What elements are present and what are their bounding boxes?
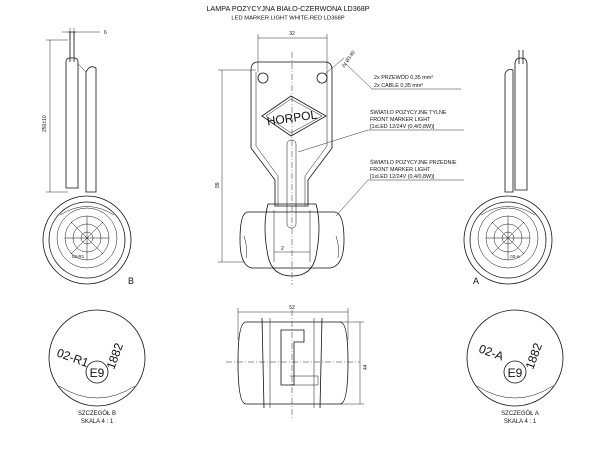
dimension-32-label: 32 bbox=[289, 31, 295, 37]
dimension-250-label: 250±10 bbox=[42, 115, 48, 132]
detail-a-scale: SKALA 4 : 1 bbox=[504, 419, 537, 425]
detail-a-caption: SZCZEGÓŁ A bbox=[501, 410, 539, 417]
dimension-44-label: 44 bbox=[363, 364, 369, 370]
detail-b-caption: SZCZEGÓŁ B bbox=[78, 410, 116, 417]
lamp-code-right: 02-A bbox=[510, 254, 520, 259]
dimension-2-label: 2 bbox=[281, 246, 284, 252]
drawing-subtitle: LED MARKER LIGHT WHITE-RED LD368P bbox=[231, 16, 344, 22]
detail-b-scale: SKALA 4 : 1 bbox=[81, 419, 114, 425]
front-view: HORPOL bbox=[239, 52, 345, 285]
callout-front-line2: FRONT MARKER LIGHT bbox=[370, 167, 431, 173]
side-view-right bbox=[463, 50, 553, 285]
detail-a-mark: E9 bbox=[508, 366, 523, 380]
callout-front-line3: [1xLED 12/24V (0,4/0,8W)] bbox=[370, 174, 435, 180]
view-label-b: B bbox=[128, 276, 134, 286]
side-view-left bbox=[42, 31, 132, 285]
dimension-hole-label: 2x Ø3,80 bbox=[341, 49, 357, 69]
dimension-6-label: 6 bbox=[104, 30, 107, 36]
callout-front-line1: ŚWIATŁO POZYCYJNE PRZEDNIE bbox=[370, 158, 457, 166]
callout-cable-line2: 2x CABLE 0,35 mm² bbox=[374, 83, 423, 89]
dimension-52-label: 52 bbox=[289, 305, 295, 311]
bottom-view bbox=[226, 310, 360, 418]
dimension-99 bbox=[218, 69, 256, 263]
callout-cable bbox=[343, 61, 461, 90]
callout-front-light bbox=[335, 179, 464, 217]
detail-b-number: 1882 bbox=[104, 341, 126, 371]
detail-a bbox=[466, 309, 564, 407]
detail-b bbox=[48, 309, 146, 407]
detail-b-code: 02-R1 bbox=[55, 346, 91, 370]
dimension-hole-diameter bbox=[324, 57, 345, 75]
view-label-a: A bbox=[473, 276, 479, 286]
lamp-code-left: 02-R1 bbox=[72, 254, 85, 259]
dimension-32 bbox=[257, 34, 328, 72]
callout-rear-line1: ŚWIATŁO POZYCYJNE TYLNE bbox=[370, 108, 447, 116]
callout-rear-line2: FRONT MARKER LIGHT bbox=[370, 117, 431, 123]
callout-cable-line1: 2x PRZEWÓD 0,35 mm² bbox=[374, 74, 433, 81]
detail-a-code: 02-A bbox=[477, 342, 506, 364]
dimension-99-label: 99 bbox=[215, 182, 221, 188]
dimension-6 bbox=[62, 28, 100, 40]
drawing-title: LAMPA POZYCYJNA BIAŁO-CZERWONA LD368P bbox=[206, 4, 369, 13]
dimension-44 bbox=[340, 321, 364, 405]
detail-a-number: 1882 bbox=[523, 341, 545, 371]
callout-rear-line3: [1xLED 12/24V (0,4/0,8W)] bbox=[370, 124, 435, 130]
dimension-250 bbox=[46, 39, 68, 193]
dimension-52 bbox=[237, 308, 349, 340]
detail-b-mark: E9 bbox=[90, 366, 105, 380]
callout-rear-light bbox=[297, 129, 464, 153]
